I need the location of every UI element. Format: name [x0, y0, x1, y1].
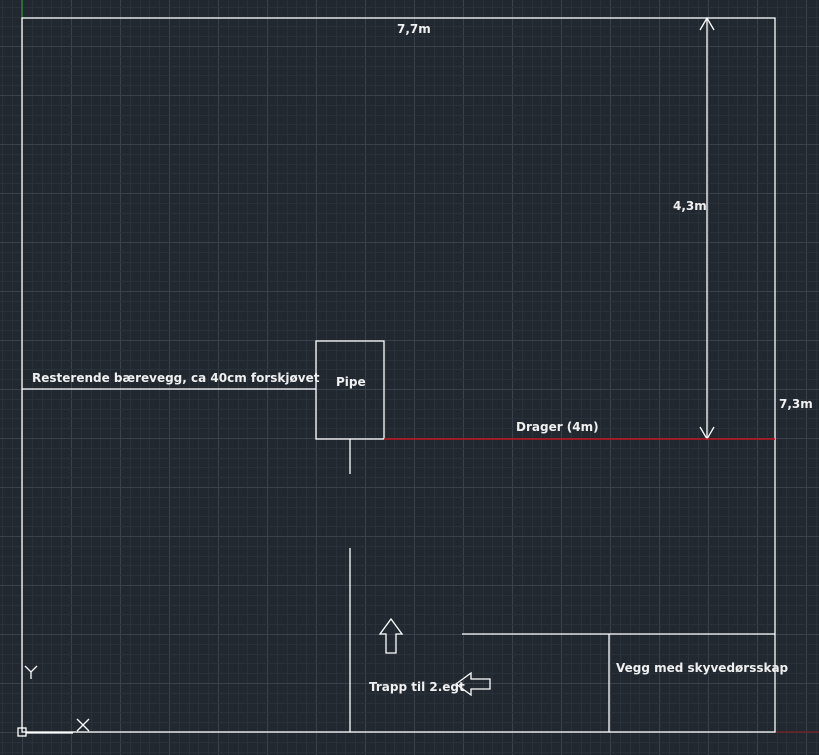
stairs-label: Trapp til 2.egt	[369, 680, 465, 694]
outer-wall[interactable]	[21, 17, 776, 733]
wall-label: Resterende bærevegg, ca 40cm forskjøvet	[32, 371, 320, 385]
ucs-y-icon	[24, 665, 38, 673]
dimension-arrow-up-icon	[699, 16, 715, 31]
closet-label: Vegg med skyvedørsskap	[616, 661, 789, 675]
beam-label: Drager (4m)	[516, 420, 599, 434]
arrow-left-icon	[454, 671, 491, 697]
pipe-label: Pipe	[336, 375, 366, 389]
ucs-origin-icon	[17, 727, 27, 737]
width-dimension-label: 7,7m	[397, 22, 431, 36]
beam-distance-label: 4,3m	[673, 199, 707, 213]
height-dimension-label: 7,3m	[779, 397, 813, 411]
arrow-up-icon	[378, 617, 404, 654]
ucs-x-icon	[76, 718, 90, 732]
